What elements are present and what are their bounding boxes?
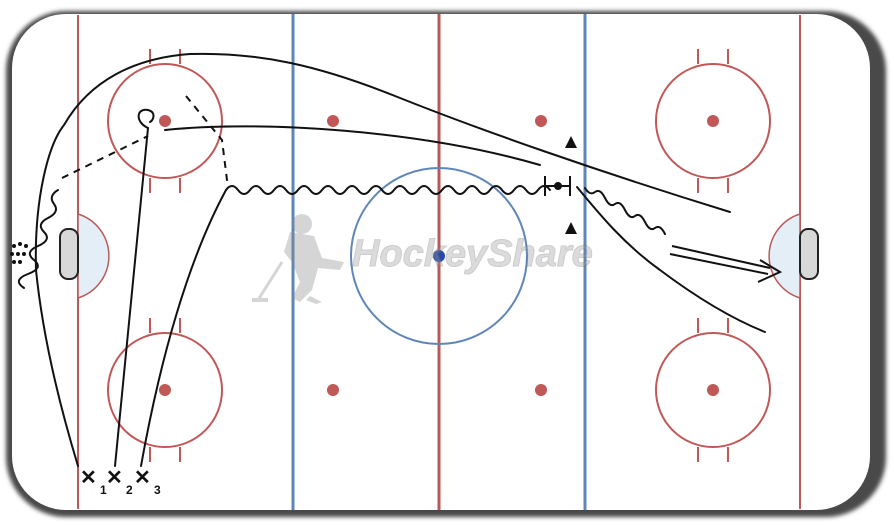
faceoff-circle-bottom-right (655, 318, 771, 462)
player-1: ✕ 1 (80, 467, 107, 497)
goal-crease-right (768, 212, 801, 300)
drill-path-player-3 (140, 189, 227, 467)
player-2-label: 2 (126, 483, 133, 497)
center-dot (433, 250, 445, 262)
drill-path-player-2 (114, 127, 149, 467)
neutral-dot-bottom-right (535, 384, 547, 396)
neutral-dot-bottom-left (327, 384, 339, 396)
goal-crease-left (77, 212, 110, 300)
neutral-dot-top-right (535, 115, 547, 127)
skate-to-lane (164, 125, 541, 166)
faceoff-circle-top-right (655, 49, 771, 193)
player-3: ✕ 3 (134, 467, 161, 497)
drill-lines (17, 52, 766, 467)
player-2: ✕ 2 (106, 467, 133, 497)
player-3-label: 3 (154, 483, 161, 497)
puck-carry-wave-right (584, 187, 666, 235)
pass-line-2 (185, 95, 229, 189)
net-left (59, 228, 79, 280)
faceoff-circle-bottom-left (107, 318, 223, 462)
pass-lines (61, 95, 229, 189)
x-mark-icon: ✕ (134, 467, 151, 489)
net-right (799, 228, 819, 280)
watermark: HockeyShare (252, 214, 593, 304)
player-1-label: 1 (100, 483, 107, 497)
shot-arrow (669, 245, 783, 283)
center-circle (350, 167, 528, 345)
triangle-cone-icon (565, 136, 577, 148)
watermark-text: HockeyShare (352, 233, 593, 275)
drill-path-low (576, 186, 766, 333)
skater-silhouette-icon (252, 214, 344, 304)
x-mark-icon: ✕ (106, 467, 123, 489)
x-mark-icon: ✕ (80, 467, 97, 489)
neutral-dot-top-left (327, 115, 339, 127)
curl-path (137, 108, 155, 129)
triangle-cone-icon (565, 222, 577, 234)
puck-carry-wave (225, 185, 551, 195)
puck-pickup-wave (17, 189, 59, 289)
puck-pile-icon (10, 242, 28, 264)
drill-path-player-1 (34, 52, 731, 467)
hockey-net-icon (544, 176, 571, 196)
pass-line-1 (61, 135, 149, 179)
